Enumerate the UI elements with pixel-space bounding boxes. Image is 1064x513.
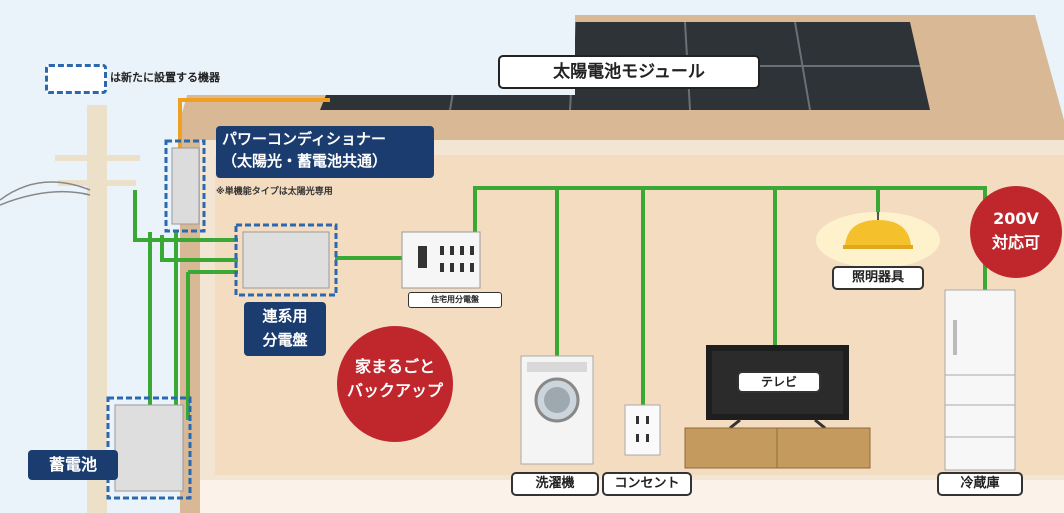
whole-house-line2: バックアップ <box>346 381 443 400</box>
battery-device <box>106 396 192 500</box>
grid-panel-line1: 連系用 <box>262 307 308 325</box>
voltage-badge: 200V 対応可 <box>975 207 1057 255</box>
voltage-badge-circle <box>970 186 1062 278</box>
lamp <box>816 212 940 268</box>
tv-set <box>684 345 871 469</box>
power-conditioner-line1: パワーコンディショナー <box>222 130 386 148</box>
utility-pole <box>0 105 140 513</box>
legend-text: は新たに設置する機器 <box>110 71 220 84</box>
fridge-label: 冷蔵庫 <box>937 472 1023 496</box>
voltage-line1: 200V <box>993 209 1039 228</box>
home-breaker-panel <box>401 231 481 289</box>
whole-house-line1: 家まるごと <box>354 357 435 376</box>
grid-panel-device <box>234 223 338 297</box>
washer-label: 洗濯機 <box>511 472 599 496</box>
voltage-line2: 対応可 <box>991 233 1040 252</box>
power-conditioner-device <box>164 139 206 233</box>
washing-machine <box>520 355 594 465</box>
home-panel-label: 住宅用分電盤 <box>408 292 502 308</box>
grid-panel-line2: 分電盤 <box>262 331 308 349</box>
power-conditioner-note: ※単機能タイプは太陽光専用 <box>216 187 333 197</box>
whole-house-badge: 家まるごと バックアップ <box>340 355 450 403</box>
solar-wire <box>178 98 330 148</box>
lighting-label: 照明器具 <box>832 266 924 290</box>
refrigerator <box>944 289 1016 471</box>
whole-house-badge-circle <box>337 326 453 442</box>
outlet-label: コンセント <box>602 472 692 496</box>
tv-label: テレビ <box>737 371 821 393</box>
power-conditioner-label: パワーコンディショナー （太陽光・蓄電池共通） <box>216 126 434 178</box>
wall-outlet <box>624 404 661 456</box>
solar-module-label: 太陽電池モジュール <box>498 55 760 89</box>
battery-label: 蓄電池 <box>28 450 118 480</box>
power-conditioner-line2: （太陽光・蓄電池共通） <box>222 152 388 170</box>
legend-swatch <box>45 64 107 94</box>
grid-panel-label: 連系用 分電盤 <box>244 302 326 356</box>
